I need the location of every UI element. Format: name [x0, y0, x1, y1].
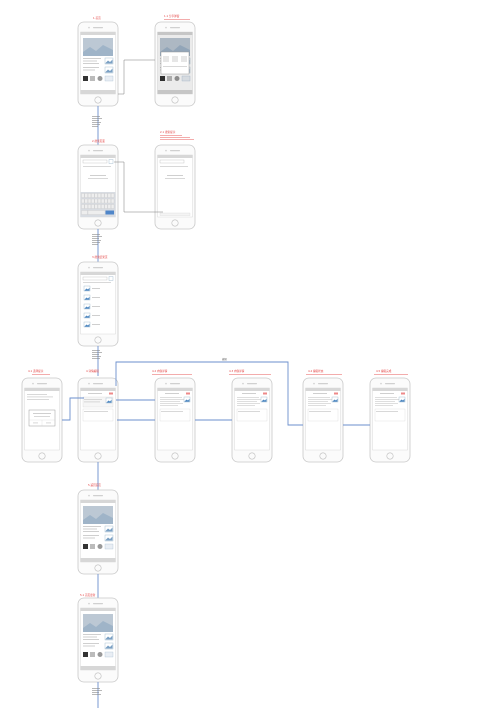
note-s7: 4.详情编辑 [86, 369, 99, 373]
screen-home-return [77, 489, 119, 575]
note-s13: 5.1 首页更新 [80, 593, 96, 597]
note-s3: 2.搜索页面 [92, 139, 105, 143]
screen-search-keyboard [77, 144, 119, 230]
screen-text-detail-2 [231, 377, 273, 463]
screen-search-empty [154, 144, 196, 230]
note-s6: 4.1 选择提示 [28, 369, 44, 373]
note-s2: 1.1 分享弹窗 [164, 14, 180, 18]
screen-home-dialog [154, 21, 196, 107]
screen-dialog-small [21, 377, 63, 463]
note-s11: 4.5 编辑完成 [376, 369, 392, 373]
note-s10: 4.4 编辑状态 [308, 369, 324, 373]
note-s12: 5.返回首页 [88, 483, 101, 487]
screen-search-results [77, 261, 119, 347]
screen-home-updated [77, 597, 119, 683]
note-s4: 2.1 搜索提示 [160, 130, 176, 134]
note-s9: 4.3 内容详情 [229, 369, 245, 373]
screen-text-detail-1 [154, 377, 196, 463]
note-s5: 3.搜索结果页 [92, 255, 108, 259]
note-s1: 1.首页 [93, 16, 101, 20]
note-s8: 4.2 内容详情 [152, 369, 168, 373]
flow-label-top: 编辑 [222, 357, 227, 361]
screen-home [77, 21, 119, 107]
screen-text-detail-3 [302, 377, 344, 463]
screen-detail-form [77, 377, 119, 463]
screen-text-detail-4 [369, 377, 411, 463]
